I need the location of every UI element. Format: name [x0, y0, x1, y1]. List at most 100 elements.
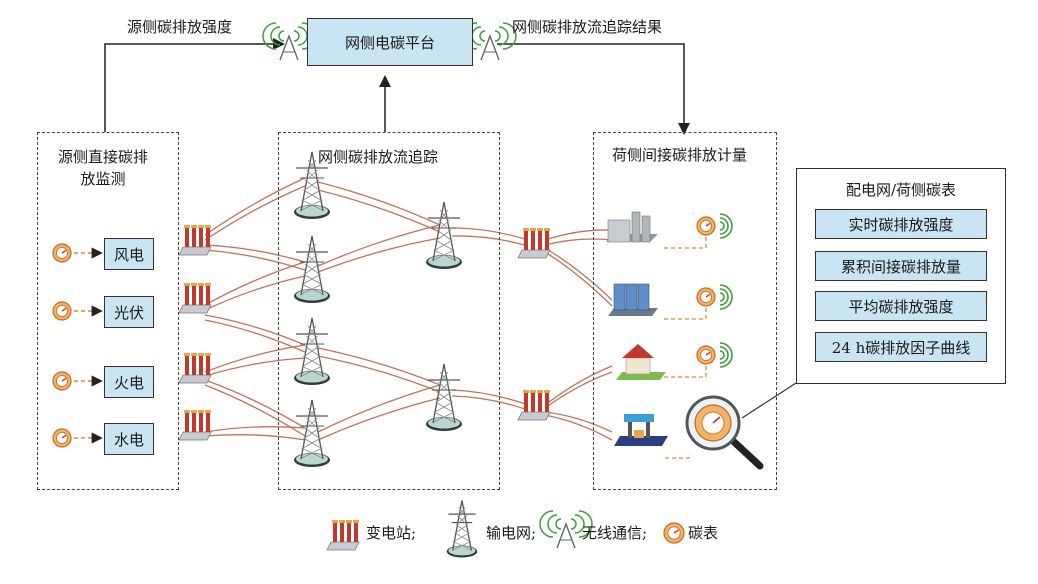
power-line [204, 344, 306, 373]
power-line [204, 177, 306, 236]
power-line [204, 434, 306, 441]
legend-substation-icon [326, 520, 360, 551]
charging-station-load-icon [614, 414, 668, 446]
power-line [544, 251, 613, 307]
transmission-tower-icon [294, 151, 330, 219]
load-panel [593, 132, 777, 490]
power-line [317, 189, 441, 233]
load-meter-lead [662, 308, 707, 320]
source-box-hydro: 水电 [104, 423, 154, 455]
load-meter-icon [696, 287, 716, 307]
power-line [451, 235, 529, 247]
source-meter-icon [52, 301, 72, 321]
source-label-hydro: 水电 [113, 430, 144, 449]
legend-grid-label: 输电网; [486, 524, 537, 542]
legend-wireless-label: 无线通信; [582, 524, 648, 542]
source-meter-icon [52, 371, 72, 391]
source-label-pv: 光伏 [113, 303, 144, 322]
power-line [317, 224, 441, 267]
meter-item-label: 累积间接碳排放量 [840, 257, 961, 276]
power-line [544, 371, 613, 409]
source-box-wind: 风电 [104, 238, 154, 270]
source-label-wind: 风电 [113, 245, 144, 264]
source-to-platform-arrow [104, 38, 285, 132]
legend-meter-icon [663, 522, 685, 544]
power-line [204, 185, 306, 241]
meter-item-cumulative: 累积间接碳排放量 [815, 251, 987, 281]
power-line [204, 249, 306, 271]
meter-item-label: 实时碳排放强度 [848, 215, 954, 234]
magnifier-leader-line [741, 382, 797, 419]
power-line [317, 355, 441, 393]
source-substation-icon [178, 225, 212, 256]
power-line [317, 181, 441, 226]
power-line [317, 237, 441, 273]
house-load-icon [616, 344, 666, 380]
source-meter-icon [52, 428, 72, 448]
icons [52, 22, 764, 558]
platform-label: 网侧电碳平台 [344, 33, 435, 52]
source-panel [37, 132, 179, 490]
load-panel-title: 荷侧间接碳排放计量 [612, 146, 748, 164]
load-meter-arrows [662, 237, 707, 459]
magnifier-meter-icon [685, 395, 764, 470]
source-substation-icon [178, 353, 212, 384]
source-substation-icon [178, 283, 212, 314]
platform-box: 网侧电碳平台 [307, 18, 473, 66]
meter-item-label: 24 h碳排放因子曲线 [831, 338, 971, 357]
power-line [204, 314, 306, 346]
factory-load-icon [606, 211, 658, 243]
meter-item-label: 平均碳排放强度 [848, 297, 954, 316]
legend-wireless-icon [539, 510, 593, 549]
wireless-signal-icon [719, 284, 733, 310]
power-line [204, 379, 306, 429]
power-line [204, 275, 306, 311]
transmission-tower-icon [294, 317, 330, 385]
right-flow-label: 网侧碳排放流追踪结果 [512, 18, 663, 36]
grid-panel-title: 网侧碳排放流追踪 [318, 148, 439, 166]
source-meter-arrows [74, 247, 103, 444]
power-line [544, 411, 613, 433]
wireless-signal-icon [719, 213, 733, 239]
meter-item-average: 平均碳排放强度 [815, 291, 987, 321]
meter-panel: 配电网/荷侧碳表 实时碳排放强度 累积间接碳排放量 平均碳排放强度 24 h碳排… [796, 168, 1006, 384]
transmission-tower-icon [294, 399, 330, 467]
legend-meter-label: 碳表 [688, 524, 719, 542]
grid-panel [278, 132, 500, 490]
load-substation-icon [517, 390, 551, 421]
load-meter-lead [662, 366, 707, 378]
power-line [317, 384, 441, 433]
load-substation-icon [517, 228, 551, 259]
source-panel-title: 源侧直接碳排 放监测 [58, 148, 149, 188]
legend-tower-icon [446, 500, 478, 558]
power-line [544, 365, 613, 406]
transmission-tower-icon [426, 201, 462, 269]
load-meter-icon [696, 216, 716, 236]
power-line [204, 244, 306, 263]
power-line [544, 247, 613, 301]
source-box-thermal: 火电 [104, 366, 154, 398]
power-line [317, 347, 441, 386]
power-line [451, 389, 529, 406]
power-line [204, 261, 306, 306]
power-line [544, 414, 613, 441]
datacenter-load-icon [608, 283, 658, 316]
source-label-thermal: 火电 [113, 373, 144, 392]
power-line [544, 238, 613, 246]
load-meter-icon [696, 345, 716, 365]
legend-substation-label: 变电站; [366, 524, 417, 542]
power-lines [204, 177, 613, 441]
power-line [317, 397, 441, 441]
meter-item-24h-curve: 24 h碳排放因子曲线 [815, 332, 987, 362]
power-line [204, 384, 306, 437]
left-flow-label: 源侧碳排放强度 [127, 18, 233, 36]
source-substation-icon [178, 410, 212, 441]
platform-to-load-arrow [497, 43, 690, 135]
source-meter-icon [52, 243, 72, 263]
source-box-pv: 光伏 [104, 296, 154, 328]
transmission-tower-icon [294, 235, 330, 303]
transmission-tower-icon [426, 363, 462, 431]
power-line [544, 229, 613, 241]
